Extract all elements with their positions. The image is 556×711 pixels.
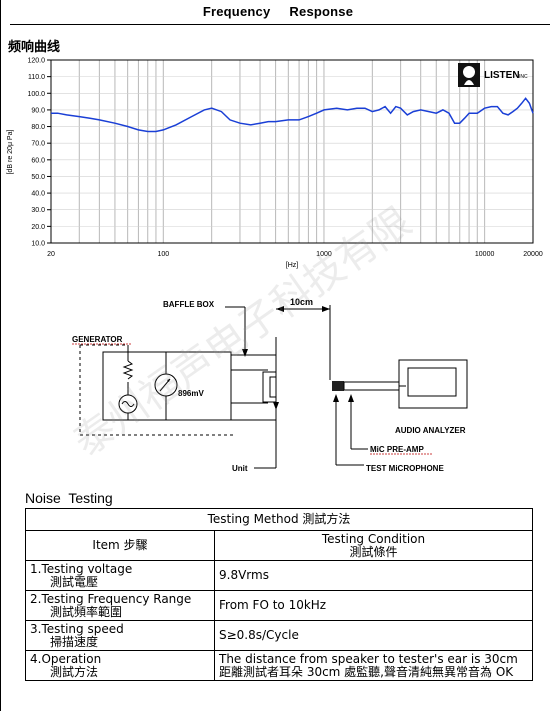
condition-cell: The distance from speaker to tester's ea… <box>214 650 533 681</box>
item-cn: 掃描速度 <box>50 634 99 649</box>
chart-vertical-grid <box>78 60 486 243</box>
chart-y-ticks: 120.0 110.0 100.0 90.0 80.0 70.0 60.0 50.0 40.0 3… <box>27 58 51 248</box>
page-title: Frequency Response <box>202 4 354 19</box>
y-tick-label: 80.0 <box>31 124 45 131</box>
x-tick-label: 1000 <box>316 251 332 258</box>
listen-logo: LISTEN INC <box>458 63 528 87</box>
condition-cell: S≥0.8s/Cycle <box>214 620 533 651</box>
y-tick-label: 110.0 <box>28 74 45 81</box>
condition-header-cn: 測試條件 <box>349 544 398 559</box>
noise-testing-table: Testing Method 測試方法 Item 步驟 Testing Cond… <box>25 508 533 681</box>
y-tick-label: 40.0 <box>31 191 45 198</box>
x-tick-label: 20 <box>47 251 55 258</box>
condition-header: Testing Condition 測試條件 <box>214 530 533 561</box>
chart-x-label: [Hz] <box>286 262 299 269</box>
condition-cn: 距離測試者耳朵 30cm 處監聽,聲音清純無異常音為 OK <box>219 664 514 679</box>
generator-label: GENERATOR <box>72 335 123 344</box>
item-en: 3.Testing speed <box>30 621 124 636</box>
chart-horizontal-grid <box>51 59 533 244</box>
chart-y-label: [dB re 20μ Pa] <box>7 130 14 175</box>
chart-series-line <box>51 97 534 133</box>
item-en: 2.Testing Frequency Range <box>30 591 192 606</box>
y-tick-label: 60.0 <box>31 157 45 164</box>
page-left-border <box>0 0 1 711</box>
y-tick-label: 30.0 <box>31 207 45 214</box>
x-tick-label: 20000 <box>523 251 543 258</box>
method-header: Testing Method 測試方法 <box>25 508 533 531</box>
condition-en: 9.8Vrms <box>219 568 269 582</box>
chart-frame <box>50 59 534 244</box>
x-tick-label: 100 <box>157 251 169 258</box>
item-cn: 測試方法 <box>50 664 99 679</box>
x-tick-label: 10000 <box>475 251 495 258</box>
chart-x-ticks: 20 100 1000 10000 20000 <box>47 251 543 258</box>
y-tick-label: 20.0 <box>31 224 45 231</box>
y-tick-label: 120.0 <box>27 58 45 65</box>
distance-label: 10cm <box>290 297 313 307</box>
condition-en: The distance from speaker to tester's ea… <box>219 651 518 666</box>
baffle-label: BAFFLE BOX <box>163 300 215 309</box>
condition-en: From FO to 10kHz <box>219 598 327 612</box>
unit-label: Unit <box>232 464 248 473</box>
condition-cell: From FO to 10kHz <box>214 590 533 621</box>
title-underline <box>10 24 550 25</box>
analyzer-label: AUDIO ANALYZER <box>395 426 466 435</box>
item-en: 4.Operation <box>30 651 102 666</box>
test-setup-diagram: GENERATOR 896mV BAFFLE BOX Unit 10cm AUD… <box>72 297 468 473</box>
microphone-icon <box>332 381 344 391</box>
y-tick-label: 100.0 <box>27 91 45 98</box>
voltage-label: 896mV <box>178 389 204 398</box>
audio-analyzer-box <box>398 359 468 409</box>
y-tick-label: 50.0 <box>31 174 45 181</box>
y-tick-label: 90.0 <box>31 107 45 114</box>
item-cn: 測試頻率範圍 <box>50 604 123 619</box>
section-title: 频响曲线 <box>8 40 61 55</box>
logo-sub: INC <box>519 74 528 80</box>
condition-cell: 9.8Vrms <box>214 560 533 591</box>
microphone-label: TEST MiCROPHONE <box>366 464 444 473</box>
y-tick-label: 70.0 <box>31 141 45 148</box>
y-tick-label: 10.0 <box>31 241 45 248</box>
condition-en: S≥0.8s/Cycle <box>219 628 299 642</box>
noise-testing-title: Noise Testing <box>25 490 113 506</box>
item-header: Item 步驟 <box>25 530 215 561</box>
item-en: 1.Testing voltage <box>30 561 133 576</box>
frequency-response-chart: 120.0 110.0 100.0 90.0 80.0 70.0 60.0 50.0 40.0 3… <box>7 58 543 270</box>
item-cn: 測試電壓 <box>50 574 99 589</box>
condition-header-en: Testing Condition <box>321 531 426 546</box>
logo-text: LISTEN <box>484 70 520 81</box>
preamp-label: MiC PRE-AMP <box>370 445 424 454</box>
